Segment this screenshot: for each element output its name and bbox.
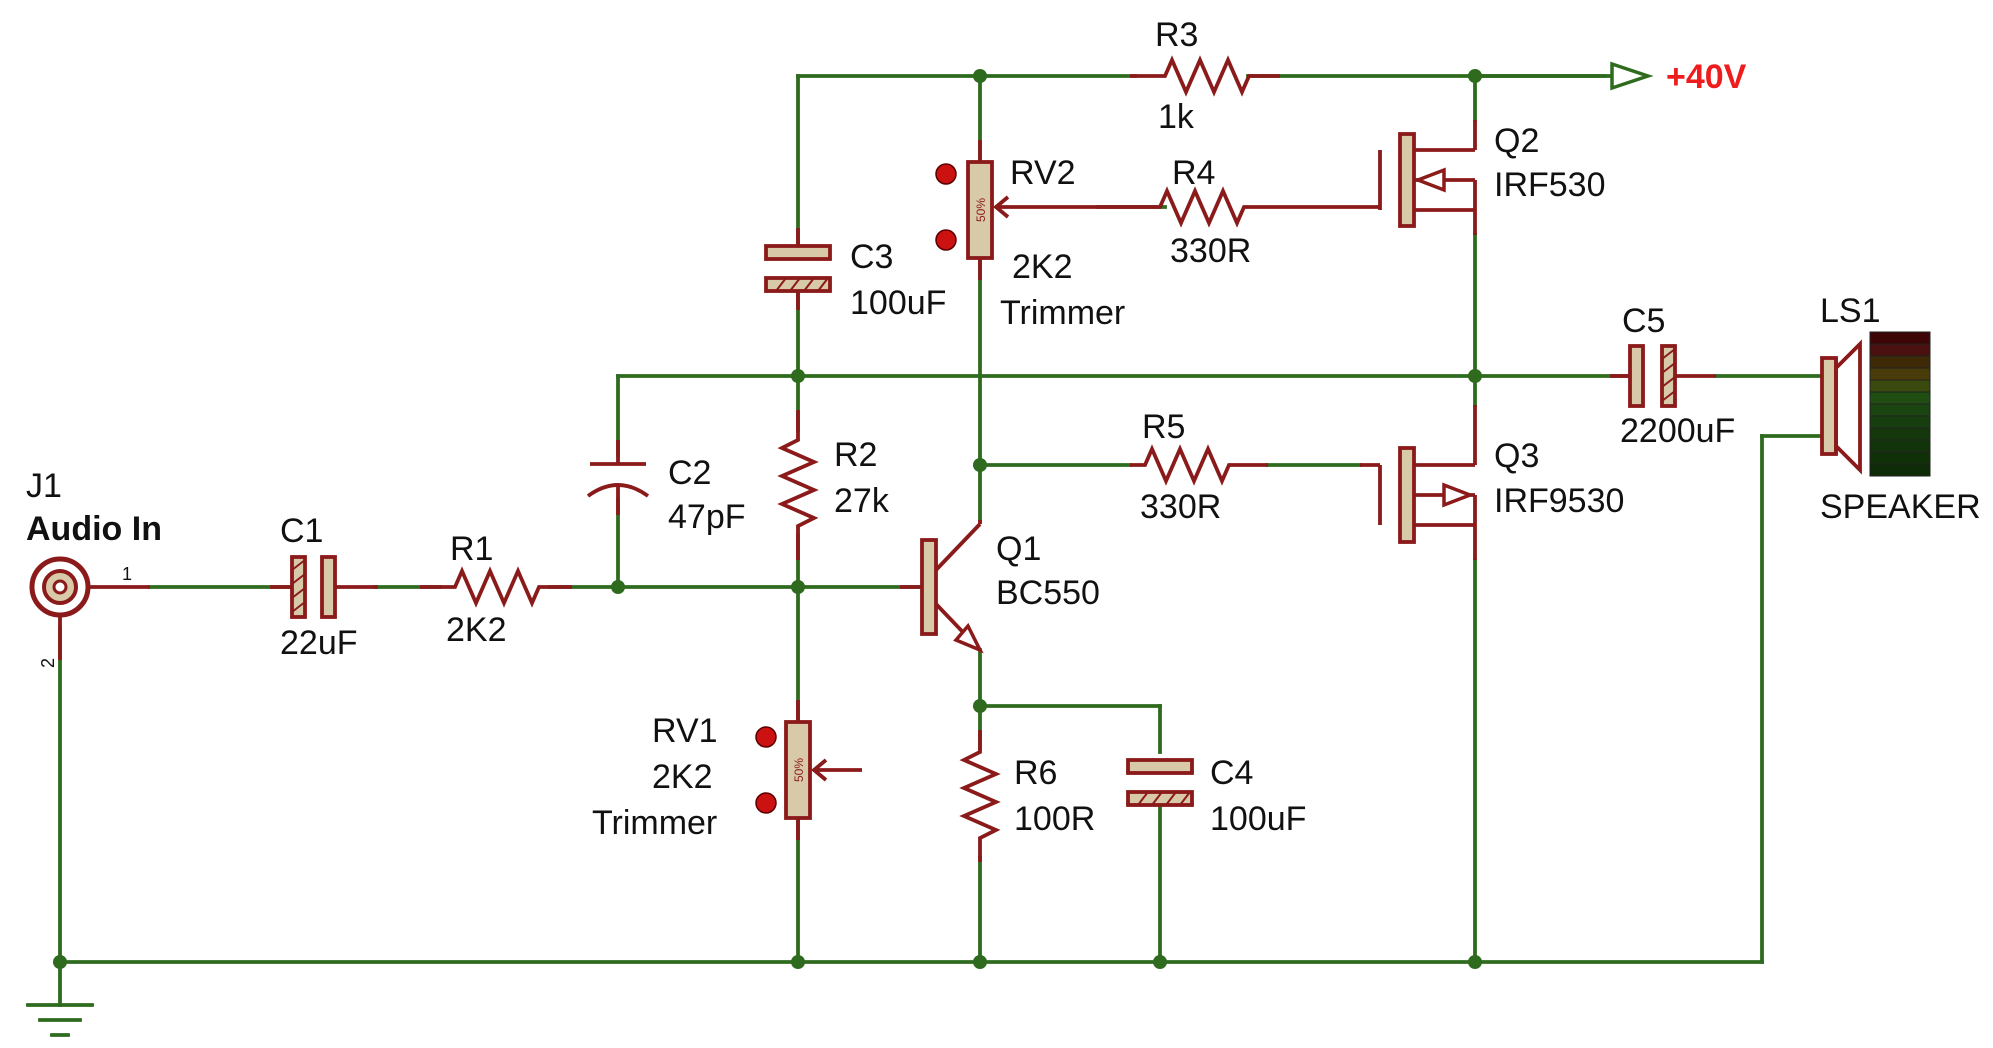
r2-resistor: R2 27k <box>777 410 890 560</box>
speaker-level-meter <box>1869 331 1931 477</box>
c4-value: 100uF <box>1210 800 1306 838</box>
rv2-ref: RV2 <box>1010 154 1076 192</box>
q2-mosfet: Q2 IRF530 <box>1355 120 1606 235</box>
c4-ref: C4 <box>1210 754 1253 792</box>
rv2-type: Trimmer <box>1000 294 1125 332</box>
j1-pin2: 2 <box>38 658 58 668</box>
r6-resistor: R6 100R <box>959 730 1095 862</box>
rv1-type: Trimmer <box>592 804 717 842</box>
rv1-wiper-percent: 50% <box>792 758 806 782</box>
r4-resistor: R4 330R <box>1098 154 1355 270</box>
rv1-trimmer: 50% RV1 2K2 Trimmer <box>592 700 862 842</box>
r2-ref: R2 <box>834 436 877 474</box>
q3-ref: Q3 <box>1494 437 1539 475</box>
r1-ref: R1 <box>450 530 493 568</box>
j1-value: Audio In <box>26 510 162 548</box>
rv2-trimmer: 50% RV2 2K2 Trimmer <box>935 140 1125 332</box>
r1-value: 2K2 <box>446 611 507 649</box>
junction-dots <box>53 69 1482 969</box>
c2-capacitor: C2 47pF <box>586 440 746 536</box>
c3-value: 100uF <box>850 284 946 322</box>
c3-ref: C3 <box>850 238 893 276</box>
j1-pin1: 1 <box>122 564 132 584</box>
rv1-ref: RV1 <box>652 712 718 750</box>
r5-ref: R5 <box>1142 408 1185 446</box>
c3-capacitor: C3 100uF <box>764 228 946 322</box>
r6-value: 100R <box>1014 800 1095 838</box>
ls1-speaker: LS1 SPEAKER <box>1820 292 1981 526</box>
r3-resistor: R3 1k <box>1130 16 1280 136</box>
c1-ref: C1 <box>280 512 323 550</box>
r5-value: 330R <box>1140 488 1221 526</box>
r5-resistor: R5 330R <box>1130 408 1268 526</box>
wires <box>58 74 1824 1007</box>
j1-audio-jack: J1 Audio In 1 2 <box>26 467 162 668</box>
rv2-value: 2K2 <box>1012 248 1073 286</box>
power-rail-label: +40V <box>1666 58 1747 96</box>
q3-mosfet: Q3 IRF9530 <box>1360 405 1624 560</box>
r2-value: 27k <box>834 482 890 520</box>
c5-value: 2200uF <box>1620 412 1735 450</box>
c2-value: 47pF <box>668 498 746 536</box>
rv1-value: 2K2 <box>652 758 713 796</box>
c1-value: 22uF <box>280 624 358 662</box>
q2-value: IRF530 <box>1494 166 1606 204</box>
q1-transistor: Q1 BC550 <box>900 520 1100 654</box>
c1-capacitor: C1 22uF <box>270 512 378 662</box>
r6-ref: R6 <box>1014 754 1057 792</box>
c5-capacitor: C5 2200uF <box>1610 302 1735 450</box>
c4-capacitor: C4 100uF <box>1126 754 1306 838</box>
q2-ref: Q2 <box>1494 122 1539 160</box>
r3-value: 1k <box>1158 98 1195 136</box>
power-terminal: +40V <box>1473 58 1747 96</box>
r4-ref: R4 <box>1172 154 1215 192</box>
r4-value: 330R <box>1170 232 1251 270</box>
r3-ref: R3 <box>1155 16 1198 54</box>
rv2-wiper-percent: 50% <box>974 198 988 222</box>
q1-ref: Q1 <box>996 530 1041 568</box>
q1-value: BC550 <box>996 574 1100 612</box>
ground-symbol <box>26 1003 94 1037</box>
c2-ref: C2 <box>668 454 711 492</box>
q3-value: IRF9530 <box>1494 482 1624 520</box>
j1-ref: J1 <box>26 467 62 505</box>
r1-resistor: R1 2K2 <box>420 530 572 649</box>
c5-ref: C5 <box>1622 302 1665 340</box>
ls1-value: SPEAKER <box>1820 488 1981 526</box>
ls1-ref: LS1 <box>1820 292 1881 330</box>
